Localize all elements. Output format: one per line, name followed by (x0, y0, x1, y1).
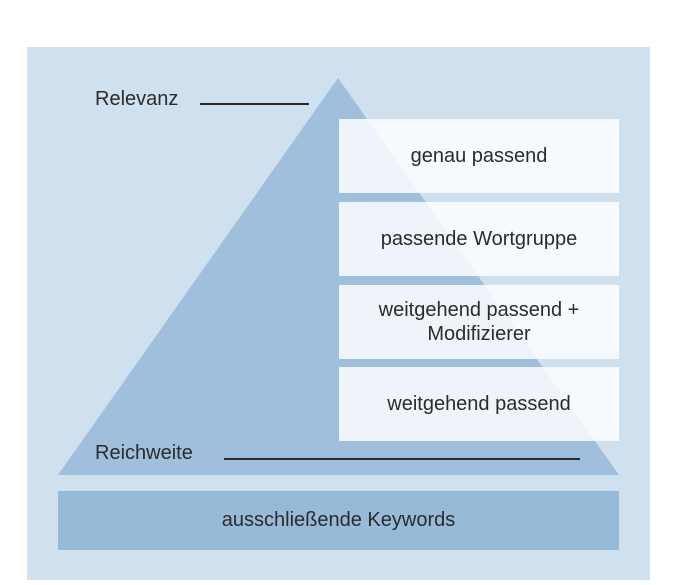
level-broad-match-modifier: weitgehend passend + Modifizierer (339, 285, 619, 359)
level-phrase-match: passende Wortgruppe (339, 202, 619, 276)
level-exact-match-label: genau passend (410, 144, 548, 167)
reach-label: Reichweite (95, 442, 193, 464)
level-broad-match-modifier-label: weitgehend passend + Modifizierer (378, 298, 580, 345)
level-phrase-match-label: passende Wortgruppe (380, 227, 578, 250)
level-exact-match: genau passend (339, 119, 619, 193)
negative-keywords-label: ausschließende Keywords (221, 509, 456, 531)
level-broad-match-label: weitgehend passend (387, 392, 571, 415)
negative-keywords-bar: ausschließende Keywords (58, 491, 619, 550)
level-broad-match: weitgehend passend (339, 367, 619, 441)
relevance-label: Relevanz (95, 88, 179, 110)
